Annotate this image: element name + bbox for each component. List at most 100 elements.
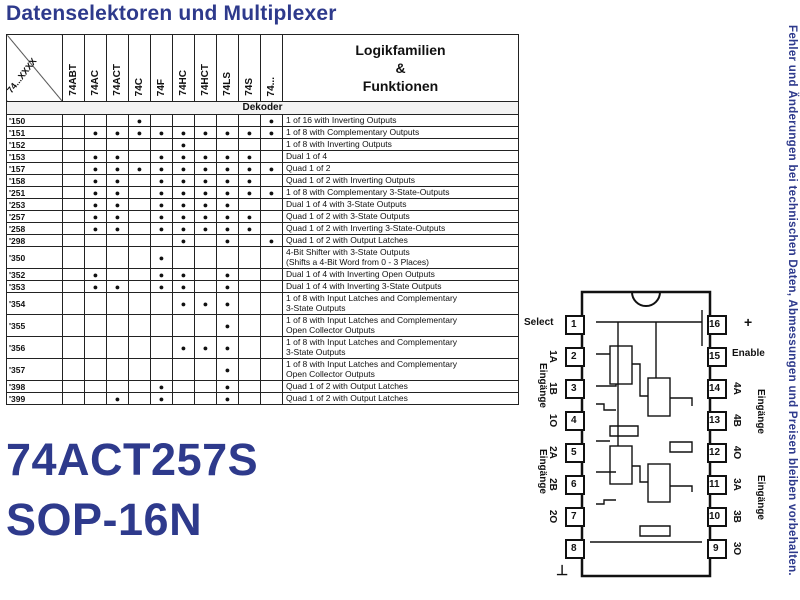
empty-cell [172, 358, 195, 381]
availability-dot: ● [194, 222, 217, 235]
part-code: '257 [6, 210, 63, 223]
function-line: (Shifts a 4-Bit Word from 0 - 3 Places) [286, 256, 429, 267]
function-header: Logikfamilien & Funktionen [282, 34, 519, 102]
function-description: Quad 1 of 2 [282, 162, 519, 175]
empty-cell [128, 186, 151, 199]
table-row: '153●●●●●●●Dual 1 of 4 [6, 150, 519, 163]
part-code: '352 [6, 268, 63, 281]
empty-cell [172, 380, 195, 393]
internal-logic [590, 310, 703, 543]
empty-cell [260, 380, 283, 393]
availability-dot: ● [150, 126, 173, 139]
empty-cell [238, 114, 261, 127]
empty-cell [150, 292, 173, 315]
availability-dot: ● [172, 234, 195, 247]
function-description: 1 of 8 with Complementary 3-State-Output… [282, 186, 519, 199]
family-header: 74ABT [62, 34, 85, 102]
pin-number: 14 [709, 383, 721, 394]
empty-cell [128, 292, 151, 315]
function-description: 1 of 8 with Input Latches and Complement… [282, 336, 519, 359]
part-code: '356 [6, 336, 63, 359]
empty-cell [260, 222, 283, 235]
function-line: Dual 1 of 4 with Inverting Open Outputs [286, 268, 435, 279]
availability-dot: ● [172, 174, 195, 187]
availability-dot: ● [216, 126, 239, 139]
family-header: 74ACT [106, 34, 129, 102]
availability-dot: ● [172, 198, 195, 211]
empty-cell [238, 380, 261, 393]
function-line: Quad 1 of 2 with Output Latches [286, 380, 408, 391]
pin-number: 3 [571, 383, 577, 394]
pinout-diagram: Select Enable + ⊥ Eingänge Eingänge Eing… [520, 286, 776, 586]
function-description: Quad 1 of 2 with Inverting 3-State-Outpu… [282, 222, 519, 235]
section-header: Dekoder [6, 101, 519, 115]
availability-dot: ● [106, 186, 129, 199]
empty-cell [238, 280, 261, 293]
availability-dot: ● [172, 138, 195, 151]
empty-cell [194, 138, 217, 151]
function-description: Dual 1 of 4 with Inverting Open Outputs [282, 268, 519, 281]
empty-cell [128, 358, 151, 381]
select-label: Select [524, 317, 554, 328]
part-code: '398 [6, 380, 63, 393]
availability-dot: ● [260, 162, 283, 175]
chip-body [580, 290, 712, 578]
availability-dot: ● [172, 210, 195, 223]
function-line: 1 of 8 with Complementary Outputs [286, 126, 420, 137]
availability-dot: ● [194, 150, 217, 163]
empty-cell [106, 336, 129, 359]
availability-dot: ● [150, 150, 173, 163]
availability-dot: ● [84, 186, 107, 199]
family-label: 74HC [177, 70, 189, 96]
empty-cell [150, 336, 173, 359]
availability-dot: ● [128, 126, 151, 139]
empty-cell [150, 114, 173, 127]
table-row: '352●●●●Dual 1 of 4 with Inverting Open … [6, 268, 519, 281]
empty-cell [106, 268, 129, 281]
empty-cell [128, 336, 151, 359]
empty-cell [260, 138, 283, 151]
function-description: Quad 1 of 2 with Output Latches [282, 392, 519, 405]
table-row: '152●1 of 8 with Inverting Outputs [6, 138, 519, 151]
empty-cell [62, 392, 85, 405]
empty-cell [84, 336, 107, 359]
package-name: SOP-16N [6, 494, 203, 545]
availability-dot: ● [128, 162, 151, 175]
availability-dot: ● [216, 150, 239, 163]
empty-cell [128, 138, 151, 151]
availability-dot: ● [194, 162, 217, 175]
function-description: Dual 1 of 4 with Inverting 3-State Outpu… [282, 280, 519, 293]
pin-box [707, 539, 727, 559]
function-description: 1 of 8 with Input Latches and Complement… [282, 314, 519, 337]
availability-dot: ● [172, 186, 195, 199]
availability-dot: ● [172, 126, 195, 139]
pin-number: 5 [571, 447, 577, 458]
pin-number: 8 [571, 543, 577, 554]
empty-cell [150, 234, 173, 247]
empty-cell [106, 292, 129, 315]
availability-dot: ● [172, 268, 195, 281]
empty-cell [260, 150, 283, 163]
pin-box [565, 443, 585, 463]
table-row: '157●●●●●●●●●Quad 1 of 2 [6, 162, 519, 175]
pin-label: 4A [730, 382, 742, 395]
family-label: 74HCT [199, 64, 211, 96]
part-code: '157 [6, 162, 63, 175]
function-description: 1 of 8 with Input Latches and Complement… [282, 292, 519, 315]
enable-label: Enable [732, 348, 765, 359]
function-header-line: & [395, 60, 406, 76]
pin-box [565, 379, 585, 399]
availability-dot: ● [106, 210, 129, 223]
table-header-row: 74...XXXX 74ABT 74AC 74ACT 74C 74F 74HC … [5, 34, 519, 102]
part-code: '152 [6, 138, 63, 151]
empty-cell [238, 246, 261, 269]
empty-cell [84, 138, 107, 151]
part-code: '357 [6, 358, 63, 381]
part-code: '353 [6, 280, 63, 293]
function-line: 1 of 8 with Input Latches and Complement… [286, 337, 458, 347]
function-line: Quad 1 of 2 with Inverting Outputs [286, 174, 415, 185]
availability-dot: ● [216, 162, 239, 175]
availability-dot: ● [172, 280, 195, 293]
availability-dot: ● [194, 292, 217, 315]
availability-dot: ● [216, 268, 239, 281]
